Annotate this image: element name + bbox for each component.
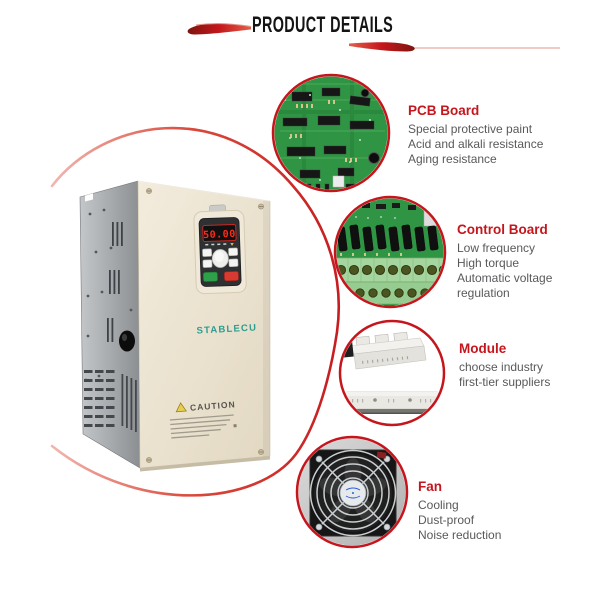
- indicator-row: [205, 243, 234, 246]
- fan-photo: [295, 435, 409, 549]
- section-line: Cooling: [418, 498, 459, 512]
- section-title: Fan: [418, 479, 443, 494]
- pcb-photo: [271, 73, 391, 193]
- fan-guard: [309, 449, 397, 537]
- section-line: first-tier suppliers: [459, 375, 551, 389]
- front-panel: 50.00: [137, 180, 271, 472]
- caution-title: CAUTION: [190, 399, 236, 413]
- brand-label: STABLECU: [196, 322, 257, 336]
- section-line: Low frequency: [457, 241, 536, 255]
- section-line: Dust-proof: [418, 513, 475, 527]
- section-title: Control Board: [457, 222, 548, 237]
- section-title: Module: [459, 341, 507, 356]
- igbt-module-bottom: [341, 391, 443, 414]
- product-image: 50.00: [79, 180, 271, 472]
- section-module: Module choose industry first-tier suppli…: [459, 341, 589, 390]
- section-line: Special protective paint: [408, 122, 533, 136]
- section-title: PCB Board: [408, 103, 480, 118]
- fan-screws: [315, 455, 391, 531]
- section-line: Acid and alkali resistance: [408, 137, 544, 151]
- side-vent-slots: [107, 222, 123, 342]
- section-line: Aging resistance: [408, 152, 497, 166]
- keypad-keys: [202, 247, 239, 268]
- section-line: Automatic voltage regulation: [457, 271, 553, 300]
- terminal-screws-top: [336, 264, 444, 276]
- keypad-display: [202, 224, 237, 243]
- section-line: High torque: [457, 256, 520, 270]
- igbt-module-top: [341, 331, 427, 370]
- caution-label: CAUTION: [169, 399, 237, 439]
- decor-curve: [50, 126, 341, 497]
- jumper-row: [336, 224, 439, 252]
- section-control-board: Control Board Low frequency High torque …: [457, 222, 569, 301]
- control-board-photo: [333, 195, 447, 309]
- section-pcb-board: PCB Board Special protective paint Acid …: [408, 103, 558, 167]
- display-value: 50.00: [203, 229, 236, 241]
- cable-hole: [119, 330, 135, 352]
- section-line: Noise reduction: [418, 528, 502, 542]
- header-swoosh-left: [187, 23, 252, 35]
- side-panel: [79, 180, 141, 469]
- run-button: [202, 271, 218, 282]
- section-fan: Fan Cooling Dust-proof Noise reduction: [418, 479, 558, 543]
- side-vent-grid: [84, 370, 137, 432]
- page-title: PRODUCT DETAILS: [252, 13, 394, 38]
- keypad: 50.00: [193, 204, 247, 295]
- caution-fine-print: [169, 414, 237, 439]
- warning-triangle-icon: [175, 402, 187, 413]
- module-photo: [338, 319, 446, 427]
- section-line: choose industry: [459, 360, 544, 374]
- header-swoosh-right: [349, 42, 560, 52]
- stop-button: [223, 271, 239, 282]
